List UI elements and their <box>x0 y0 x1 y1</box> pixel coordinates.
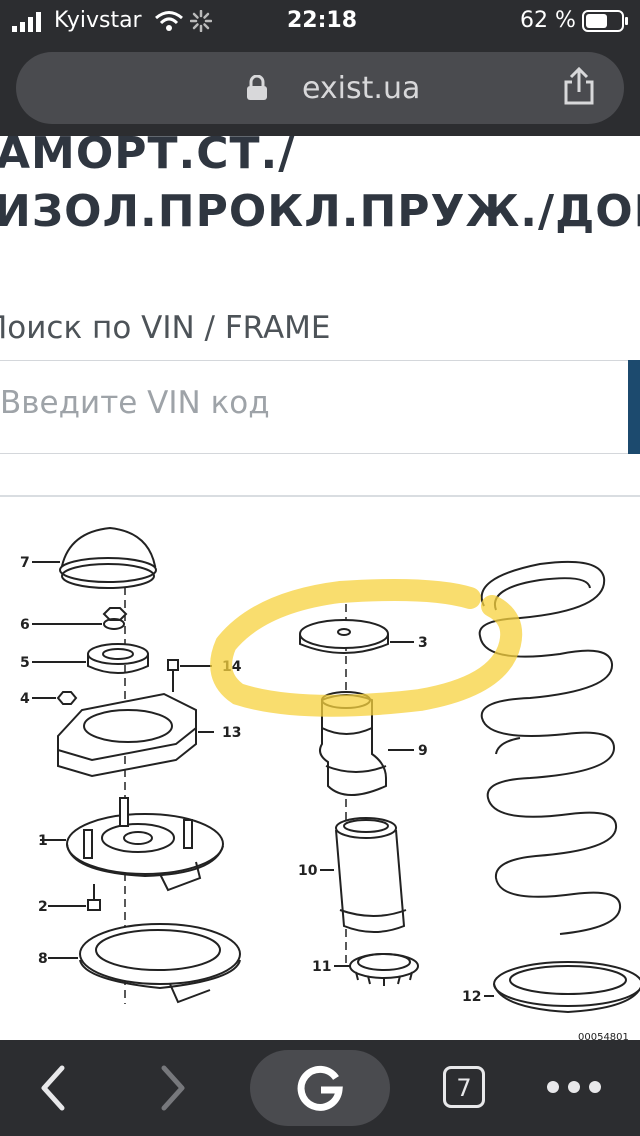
page-title-line2: ИЗОЛ.ПРОКЛ.ПРУЖ./ДОП.ЭЛ <box>0 186 640 237</box>
image-code: 00054801 <box>578 1032 629 1040</box>
callout-6: 6 <box>20 617 30 633</box>
callout-10: 10 <box>298 863 318 879</box>
callout-2: 2 <box>38 899 48 915</box>
carrier-name: Kyivstar <box>54 8 142 33</box>
vin-input-box[interactable] <box>0 360 632 454</box>
parts-diagram: 7 6 5 4 14 13 1 2 8 3 9 10 11 12 0005480… <box>20 526 640 1040</box>
callout-5: 5 <box>20 655 30 671</box>
battery-percent: 62 % <box>520 8 576 33</box>
address-bar[interactable]: exist.ua <box>16 52 624 124</box>
part-8-lower-isolator <box>79 923 241 1004</box>
callout-3: 3 <box>418 635 428 651</box>
callout-8: 8 <box>38 951 48 967</box>
vin-input[interactable] <box>0 385 600 421</box>
callout-11: 11 <box>312 959 331 975</box>
part-13-mount-plate <box>57 692 197 778</box>
part-6-nut <box>102 607 128 630</box>
tab-count: 7 <box>456 1074 472 1102</box>
part-7-cap <box>59 526 157 589</box>
status-bar: Kyivstar 22:18 62 % <box>0 0 640 42</box>
url-text[interactable]: exist.ua <box>302 71 421 106</box>
part-3-washer <box>299 619 389 654</box>
page-title-line1: АМОРТ.СТ./ <box>0 136 296 179</box>
section-divider <box>0 495 640 497</box>
callout-7: 7 <box>20 555 30 571</box>
forward-arrow-icon[interactable] <box>158 1064 188 1112</box>
back-arrow-icon[interactable] <box>38 1064 68 1112</box>
part-10-dust-boot <box>335 817 407 933</box>
browser-toolbar: 7 <box>0 1040 640 1136</box>
web-page: АМОРТ.СТ./ ИЗОЛ.ПРОКЛ.ПРУЖ./ДОП.ЭЛ Поиск… <box>0 136 640 1040</box>
part-12-coil-spring <box>478 560 640 1014</box>
callout-1: 1 <box>38 833 48 849</box>
activity-spinner-icon <box>190 10 212 32</box>
part-5-bearing <box>87 643 149 674</box>
lock-icon <box>247 75 267 100</box>
clock: 22:18 <box>287 8 358 33</box>
part-1-strut-mount <box>66 797 224 892</box>
part-11-clip <box>349 953 419 986</box>
callout-13: 13 <box>222 725 241 741</box>
wifi-icon <box>155 11 183 31</box>
more-options-icon[interactable] <box>546 1080 602 1094</box>
signal-icon <box>12 12 41 32</box>
highlight-annotation <box>210 579 523 717</box>
google-search-button[interactable] <box>250 1050 390 1126</box>
google-icon <box>297 1065 343 1111</box>
callout-4: 4 <box>20 691 30 707</box>
browser-address-area: exist.ua <box>0 42 640 136</box>
battery-icon <box>582 10 628 32</box>
tabs-button[interactable]: 7 <box>443 1066 485 1108</box>
callout-12: 12 <box>462 989 481 1005</box>
vin-search-label: Поиск по VIN / FRAME <box>0 310 331 346</box>
vin-search-button[interactable] <box>628 360 640 454</box>
share-icon[interactable] <box>562 66 596 106</box>
callout-9: 9 <box>418 743 428 759</box>
